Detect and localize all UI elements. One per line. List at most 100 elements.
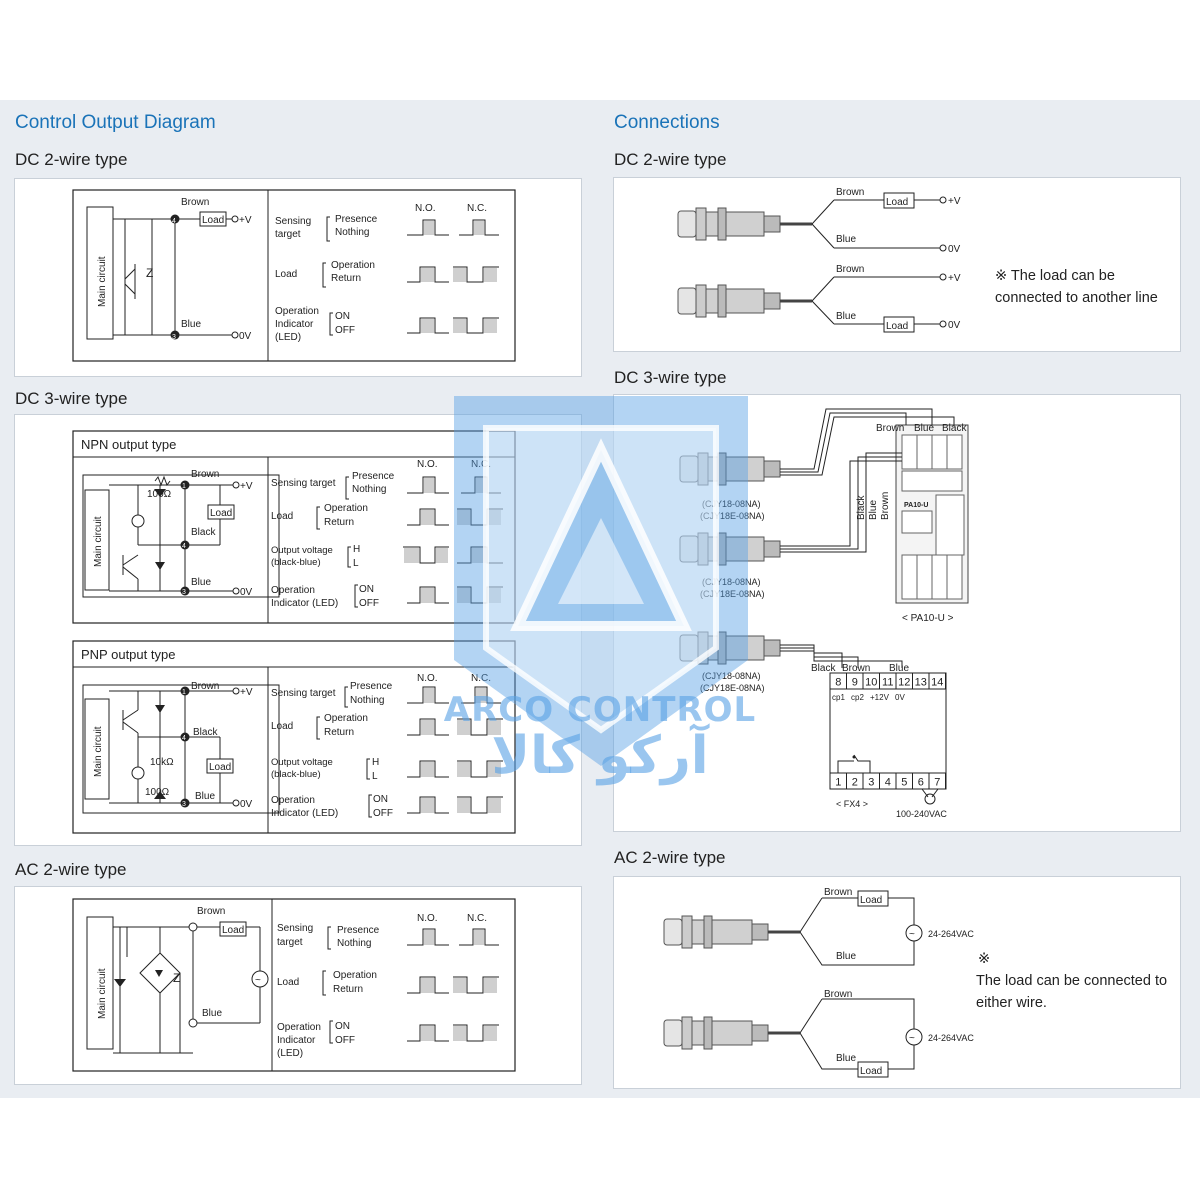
svg-text:Blue: Blue: [836, 951, 856, 962]
fx4-terminal-top-label: 10: [865, 677, 877, 689]
svg-text:+12V: +12V: [870, 693, 890, 702]
svg-text:N.C.: N.C.: [467, 913, 487, 924]
pa10-caption: < PA10-U >: [902, 613, 954, 624]
npn-main-circuit: Main circuit: [93, 516, 104, 567]
svg-text:ON: ON: [373, 794, 388, 805]
svg-text:Indicator (LED): Indicator (LED): [271, 598, 338, 609]
svg-text:N.C.: N.C.: [471, 459, 491, 470]
npn-load: Load: [210, 508, 232, 519]
svg-text:Black: Black: [942, 423, 967, 434]
svg-text:Operation: Operation: [333, 970, 377, 981]
svg-text:(CJY18-08NA): (CJY18-08NA): [702, 671, 761, 681]
fx4-terminal-bottom-label: 3: [868, 777, 874, 789]
sensor-icon-3: [679, 452, 781, 486]
svg-text:Black: Black: [856, 495, 867, 520]
svg-text:Z: Z: [173, 971, 180, 985]
svg-text:N.O.: N.O.: [417, 913, 438, 924]
svg-text:Brown: Brown: [880, 492, 891, 520]
svg-text:Black: Black: [193, 727, 218, 738]
svg-text:Return: Return: [331, 273, 361, 284]
fx4-terminal-top-label: 13: [915, 677, 927, 689]
blue-label: Blue: [181, 319, 201, 330]
svg-text:3: 3: [182, 801, 186, 808]
fx4-caption: < FX4 >: [836, 799, 868, 809]
svg-text:0V: 0V: [240, 587, 253, 598]
sensor-icon-7: [663, 1016, 800, 1050]
svg-text:0V: 0V: [240, 799, 253, 810]
ac-load: Load: [222, 925, 244, 936]
fx4-terminal-top-label: 12: [898, 677, 910, 689]
dc2-load-note: ※ The load can be connected to another l…: [995, 268, 1158, 306]
svg-text:Nothing: Nothing: [337, 938, 371, 949]
load-box-2: Load: [886, 321, 908, 332]
svg-text:L: L: [353, 558, 359, 569]
svg-text:Output voltage: Output voltage: [271, 545, 333, 556]
main-circuit-label: Main circuit: [97, 256, 108, 307]
pin-3: 3: [172, 334, 176, 341]
svg-text:+V: +V: [240, 481, 253, 492]
brown-label: Brown: [181, 197, 209, 208]
svg-text:(CJY18-08NA): (CJY18-08NA): [702, 499, 761, 509]
svg-text:ON: ON: [359, 584, 374, 595]
svg-text:Nothing: Nothing: [352, 484, 386, 495]
svg-text:(CJY18E-08NA): (CJY18E-08NA): [700, 683, 765, 693]
svg-text:Indicator: Indicator: [275, 319, 314, 330]
fx4-terminal-bottom-label: 4: [885, 777, 891, 789]
svg-text:+V: +V: [948, 196, 961, 207]
pin-4: 4: [172, 218, 176, 225]
svg-text:(LED): (LED): [275, 332, 301, 343]
svg-text:Load: Load: [860, 895, 882, 906]
svg-text:Indicator: Indicator: [277, 1035, 316, 1046]
ac2-heading-left: AC 2-wire type: [15, 860, 127, 879]
svg-text:Blue: Blue: [868, 500, 879, 520]
svg-text:ON: ON: [335, 311, 350, 322]
svg-text:(CJY18E-08NA): (CJY18E-08NA): [700, 511, 765, 521]
svg-text:Operation: Operation: [324, 713, 368, 724]
plus-v: +V: [239, 215, 252, 226]
svg-text:Operation: Operation: [277, 1022, 321, 1033]
svg-text:OFF: OFF: [335, 325, 355, 336]
svg-text:Blue: Blue: [836, 1053, 856, 1064]
svg-text:~: ~: [255, 975, 261, 986]
svg-text:Indicator (LED): Indicator (LED): [271, 808, 338, 819]
ac2-load-note: The load can be connected to either wire…: [976, 973, 1168, 1011]
load-box-1: Load: [886, 197, 908, 208]
svg-text:1: 1: [182, 689, 186, 696]
svg-text:0V: 0V: [895, 693, 905, 702]
dc2-output-panel: Main circuit Z 4 3 Load +V Brown Blue 0V…: [14, 178, 582, 377]
svg-text:Load: Load: [275, 269, 297, 280]
no-header: N.O.: [415, 203, 436, 214]
sensor-icon-4: [679, 532, 781, 566]
dc2-output-diagram: Main circuit Z 4 3 Load +V Brown Blue 0V…: [72, 189, 516, 362]
connections-title: Connections: [614, 112, 720, 133]
svg-text:Presence: Presence: [350, 681, 393, 692]
dc2-heading-left: DC 2-wire type: [15, 150, 128, 169]
svg-text:target: target: [277, 937, 303, 948]
watermark-persian: آرکو کالا: [491, 726, 709, 786]
svg-text:Blue: Blue: [202, 1008, 222, 1019]
nc-header: N.C.: [467, 203, 487, 214]
svg-text:Sensing target: Sensing target: [271, 688, 336, 699]
dc2-connection-diagram: Load +V 0V Brown Blue +V Load 0V Brown B…: [677, 187, 961, 333]
svg-text:Return: Return: [324, 727, 354, 738]
pnp-res-10k: 10kΩ: [150, 757, 174, 768]
svg-text:+V: +V: [948, 273, 961, 284]
svg-text:Operation: Operation: [271, 585, 315, 596]
svg-text:~: ~: [909, 1033, 915, 1044]
svg-text:Nothing: Nothing: [350, 695, 384, 706]
ac2-heading-right: AC 2-wire type: [614, 848, 726, 867]
svg-text:N.C.: N.C.: [471, 673, 491, 684]
pnp-main-circuit: Main circuit: [93, 726, 104, 777]
ac2-connection-panel: Load ~ 24-264VAC Brown Blue ~ Load 24-26…: [613, 876, 1181, 1089]
svg-text:H: H: [353, 544, 360, 555]
svg-text:Black: Black: [811, 663, 836, 674]
svg-text:Output voltage: Output voltage: [271, 757, 333, 768]
sensor-icon-2: [677, 284, 812, 318]
dc2-connection-panel: Load +V 0V Brown Blue +V Load 0V Brown B…: [613, 177, 1181, 352]
svg-text:Blue: Blue: [836, 234, 856, 245]
svg-text:Sensing: Sensing: [275, 216, 311, 227]
ac-main-circuit: Main circuit: [97, 968, 108, 1019]
svg-text:Sensing: Sensing: [277, 923, 313, 934]
svg-text:OFF: OFF: [373, 808, 393, 819]
svg-text:(CJY18E-08NA): (CJY18E-08NA): [700, 589, 765, 599]
